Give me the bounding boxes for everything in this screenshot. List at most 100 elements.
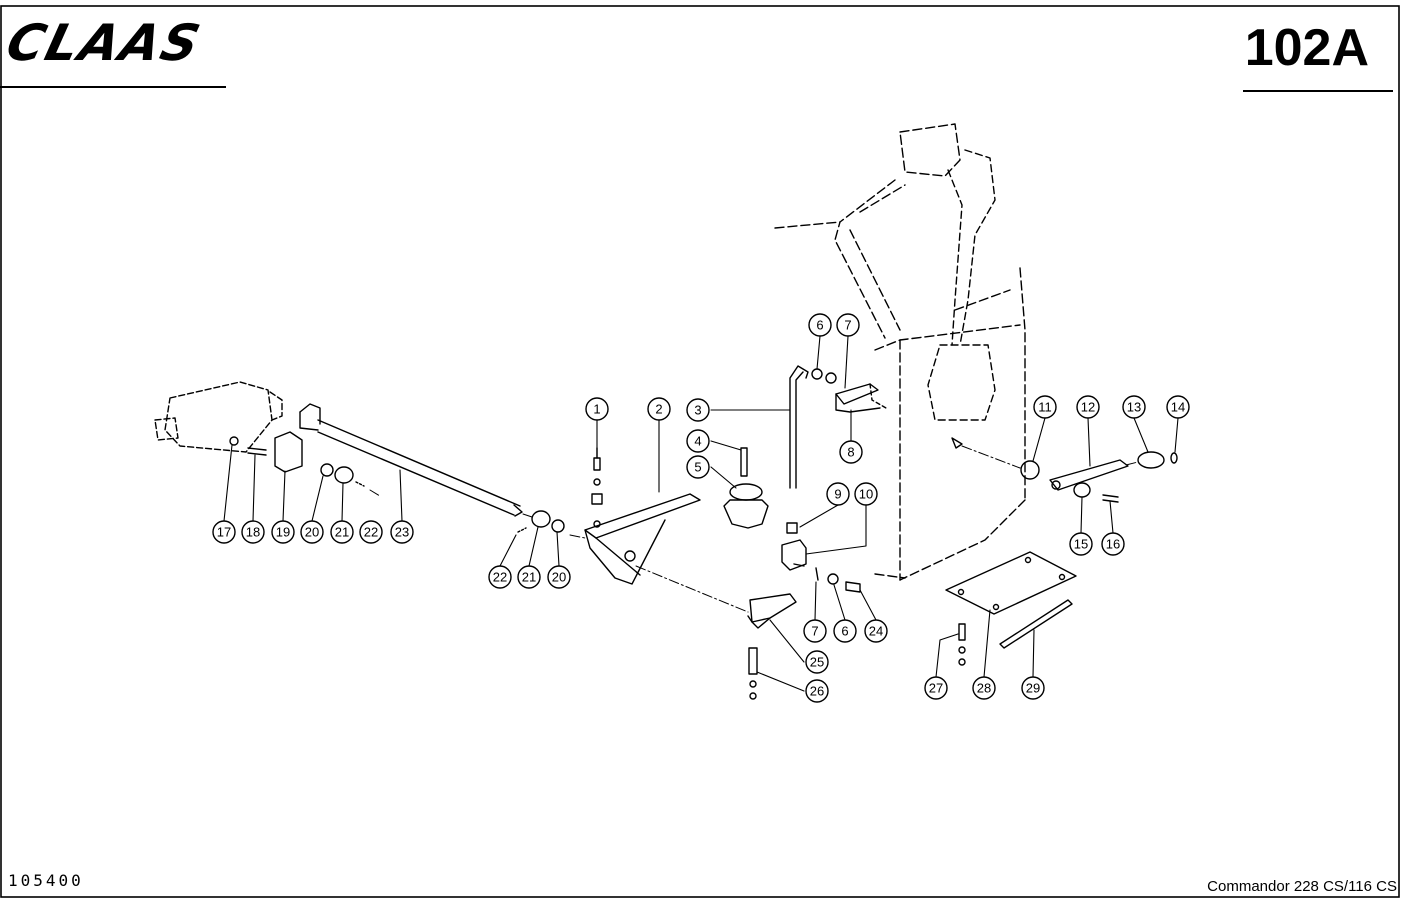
item-26-bolt	[748, 647, 758, 700]
callout-2: 2	[647, 397, 671, 421]
callout-20: 20	[300, 520, 324, 544]
callout-23: 23	[390, 520, 414, 544]
callout-circle	[686, 398, 710, 422]
callout-number: 10	[859, 487, 873, 502]
callout-number: 20	[552, 570, 566, 585]
item-11-bushing	[1020, 460, 1040, 480]
item-29-seal-strip	[999, 599, 1073, 649]
callout-circle	[271, 520, 295, 544]
callout-12: 12	[1076, 395, 1100, 419]
sheet-number: 102A	[1244, 19, 1369, 77]
callout-circle	[839, 440, 863, 464]
callout-number: 29	[1026, 681, 1040, 696]
callout-21: 21	[330, 520, 354, 544]
callout-27: 27	[924, 676, 948, 700]
callout-26: 26	[805, 679, 829, 703]
callout-number: 18	[246, 525, 260, 540]
assembly-axis-lines	[369, 445, 1139, 613]
callout-circle	[854, 482, 878, 506]
callout-4: 4	[686, 429, 710, 453]
callout-circle	[212, 520, 236, 544]
sheet-frame	[0, 5, 1400, 898]
item-21-bushing-right	[531, 510, 551, 528]
item-22-pin-right	[517, 527, 527, 533]
item-7-washer-top	[825, 372, 837, 384]
callout-number: 26	[810, 684, 824, 699]
callout-circle	[826, 482, 850, 506]
callout-number: 24	[869, 624, 883, 639]
callout-circle	[864, 619, 888, 643]
callout-13: 13	[1122, 395, 1146, 419]
callout-circle	[1166, 395, 1190, 419]
callout-circle	[1122, 395, 1146, 419]
callout-circle	[390, 520, 414, 544]
callout-6: 6	[808, 313, 832, 337]
callout-number: 8	[847, 445, 854, 460]
item-20-washer-right	[551, 519, 565, 533]
callout-number: 2	[655, 402, 662, 417]
callout-22: 22	[359, 520, 383, 544]
leader-lines	[223, 335, 1179, 692]
header-rule-left	[0, 86, 226, 88]
callout-circle	[300, 520, 324, 544]
callout-circle	[585, 397, 609, 421]
callout-number: 4	[694, 434, 701, 449]
item-12-lever-arm	[1049, 459, 1129, 491]
callout-circle	[1069, 532, 1093, 556]
callout-circle	[972, 676, 996, 700]
item-4-pin	[740, 447, 748, 477]
callout-circle	[241, 520, 265, 544]
callout-number: 22	[493, 570, 507, 585]
callout-22: 22	[488, 565, 512, 589]
callout-18: 18	[241, 520, 265, 544]
gear-lever-outline	[927, 149, 996, 421]
callout-16: 16	[1101, 532, 1125, 556]
item-25-bracket	[747, 593, 797, 629]
callout-29: 29	[1021, 676, 1045, 700]
callout-number: 21	[335, 525, 349, 540]
callout-6: 6	[833, 619, 857, 643]
item-19-bracket	[274, 431, 303, 473]
callout-circle	[1076, 395, 1100, 419]
item-10-block	[781, 539, 807, 571]
hydraulic-valve	[154, 381, 283, 453]
callout-circle	[647, 397, 671, 421]
lever-fixing-nut	[951, 437, 963, 449]
callout-number: 1	[593, 402, 600, 417]
item-8-lever	[835, 383, 887, 413]
callout-21: 21	[517, 565, 541, 589]
callout-circle	[808, 313, 832, 337]
item-21-bushing	[334, 466, 354, 484]
item-3-rod	[789, 365, 809, 489]
callout-circle	[547, 565, 571, 589]
callout-number: 16	[1106, 537, 1120, 552]
item-23-control-rod	[299, 403, 523, 517]
item-9-nut	[786, 522, 798, 534]
callout-15: 15	[1069, 532, 1093, 556]
callout-number: 27	[929, 681, 943, 696]
item-6-washer-top	[811, 368, 823, 380]
callout-25: 25	[805, 650, 829, 674]
callout-number: 3	[694, 403, 701, 418]
item-14-ring	[1170, 452, 1178, 464]
callout-19: 19	[271, 520, 295, 544]
item-20-washer	[320, 463, 334, 477]
callout-number: 22	[364, 525, 378, 540]
callout-number: 7	[811, 624, 818, 639]
callout-5: 5	[686, 455, 710, 479]
callout-number: 21	[522, 570, 536, 585]
document-code: 105400	[8, 871, 84, 890]
item-2-support-bracket	[584, 493, 701, 585]
callout-17: 17	[212, 520, 236, 544]
callout-number: 6	[841, 624, 848, 639]
callout-circle	[517, 565, 541, 589]
header-rule-right	[1243, 90, 1393, 92]
callout-number: 14	[1171, 400, 1185, 415]
callout-7: 7	[836, 313, 860, 337]
callout-28: 28	[972, 676, 996, 700]
item-24-bolt	[845, 581, 861, 593]
item-5-knob	[723, 483, 769, 529]
callout-circle	[488, 565, 512, 589]
